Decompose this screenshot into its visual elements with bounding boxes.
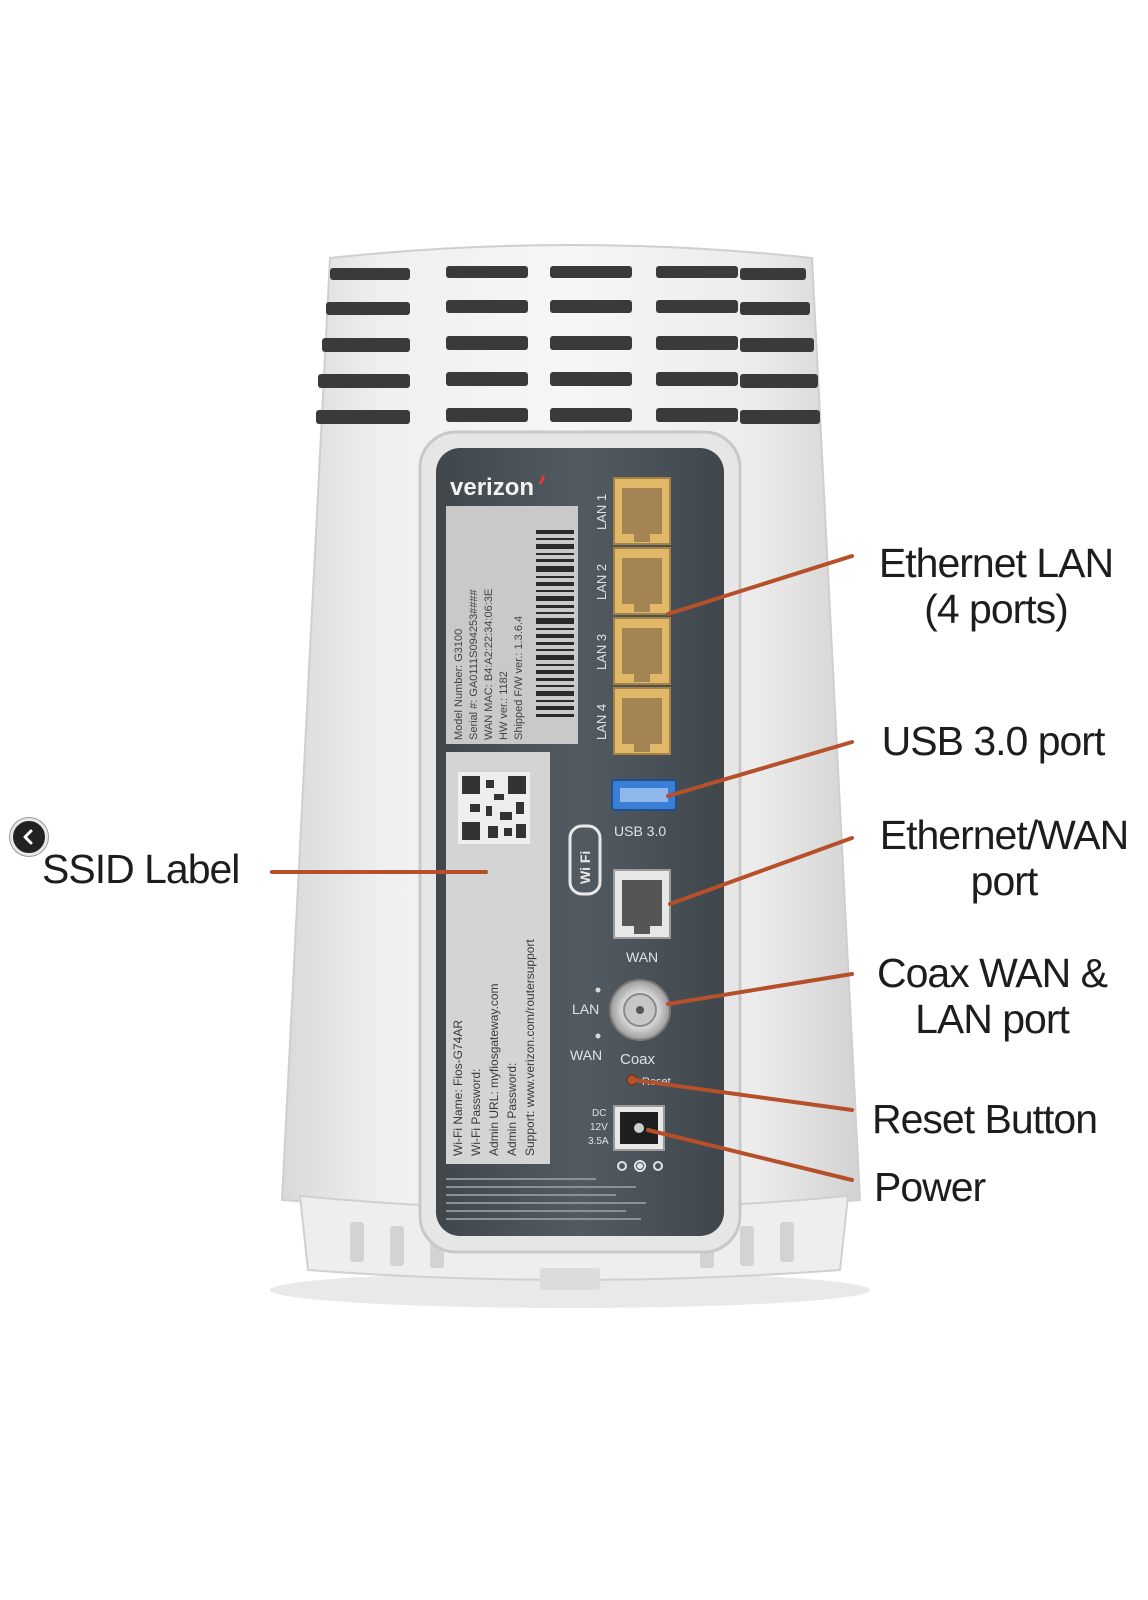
chevron-left-icon xyxy=(23,829,33,845)
ssid-line: Wi-Fi Password: xyxy=(469,1069,483,1156)
ssid-line: Wi-Fi Name: Fios-G74AR xyxy=(451,1020,465,1156)
lan-port-2 xyxy=(613,547,671,615)
wifi-badge: Wi Fi xyxy=(568,824,602,896)
power-spec: DC xyxy=(592,1108,606,1119)
wan-port-label: WAN xyxy=(626,949,658,965)
leader-line-reset xyxy=(632,1078,854,1112)
lan-led-label: LAN xyxy=(572,1001,599,1017)
callout-power-line1: Power xyxy=(874,1164,986,1210)
callout-ethernet-lan: Ethernet LAN (4 ports) xyxy=(874,540,1118,632)
ssid-line: Admin URL: myfiosgateway.com xyxy=(487,983,501,1156)
wifi-badge-text: Wi Fi xyxy=(577,851,593,884)
brand-check xyxy=(538,475,546,485)
brand-logo: verizon xyxy=(450,474,534,501)
coax-port xyxy=(609,979,671,1041)
callout-ethernet-lan-line1: Ethernet LAN xyxy=(878,540,1114,586)
ssid-label-text: Wi-Fi Name: Fios-G74AR Wi-Fi Password: A… xyxy=(451,939,537,1156)
vent-grille xyxy=(316,266,820,424)
power-spec: 3.5A xyxy=(588,1136,609,1147)
callout-ssid-line1: SSID Label xyxy=(42,846,240,892)
regulatory-text xyxy=(446,1178,646,1220)
ssid-line: Support: www.verizon.com/routersupport xyxy=(523,939,537,1156)
polarity-symbol xyxy=(617,1160,663,1172)
lan-port-label: LAN 1 xyxy=(594,494,609,530)
callout-ethernet-lan-line2: (4 ports) xyxy=(924,586,1069,632)
callout-ethernet-wan-line1: Ethernet/WAN xyxy=(879,812,1130,858)
callout-usb-line1: USB 3.0 port xyxy=(881,718,1106,764)
sticker-line: HW ver.: 1182 xyxy=(498,671,510,740)
callout-coax-line2: LAN port xyxy=(915,996,1070,1042)
lan-port-3 xyxy=(613,617,671,685)
callout-ethernet-wan-line2: port xyxy=(970,858,1039,904)
ssid-line: Admin Password: xyxy=(505,1063,519,1156)
leader-line-coax xyxy=(666,972,854,1006)
power-spec: 12V xyxy=(590,1122,608,1133)
callout-reset: Reset Button xyxy=(872,1096,1116,1142)
callout-usb: USB 3.0 port xyxy=(874,718,1112,764)
leader-line-usb xyxy=(666,740,854,798)
sticker-text: Model Number: G3100 Serial #: GA0111S094… xyxy=(453,588,525,740)
wan-port xyxy=(613,869,671,939)
callout-power: Power xyxy=(874,1164,1014,1210)
lan-port-label: LAN 4 xyxy=(594,704,609,740)
callout-coax: Coax WAN & LAN port xyxy=(874,950,1110,1042)
leader-line-ethernet-lan xyxy=(666,554,854,616)
usb-port xyxy=(611,779,677,811)
wan-led-label: WAN xyxy=(570,1047,602,1063)
callout-reset-line1: Reset Button xyxy=(872,1096,1098,1142)
previous-image-button[interactable] xyxy=(10,818,48,856)
coax-port-label: Coax xyxy=(620,1051,656,1068)
sticker-line: Model Number: G3100 xyxy=(453,629,465,740)
barcode xyxy=(536,530,574,717)
power-jack xyxy=(613,1105,665,1151)
lan-port-4 xyxy=(613,687,671,755)
wan-led xyxy=(595,1033,601,1039)
lan-port-label: LAN 3 xyxy=(594,634,609,670)
sticker-line: WAN MAC: B4:A2:22:34:06:3E xyxy=(483,589,495,740)
lan-port-label: LAN 2 xyxy=(594,564,609,600)
usb-port-label: USB 3.0 xyxy=(614,823,666,839)
callout-ssid: SSID Label xyxy=(42,846,262,892)
leader-line-power xyxy=(646,1128,854,1182)
sticker-line: Serial #: GA0111S094253#### xyxy=(468,588,480,740)
lan-led xyxy=(595,987,601,993)
sticker-line: Shipped F/W ver.: 1.3.6.4 xyxy=(513,616,525,740)
callout-ethernet-wan: Ethernet/WAN port xyxy=(866,812,1142,904)
qr-code xyxy=(458,772,530,844)
callout-coax-line1: Coax WAN & xyxy=(877,950,1108,996)
leader-line-ethernet-wan xyxy=(668,836,854,906)
lan-port-1 xyxy=(613,477,671,545)
